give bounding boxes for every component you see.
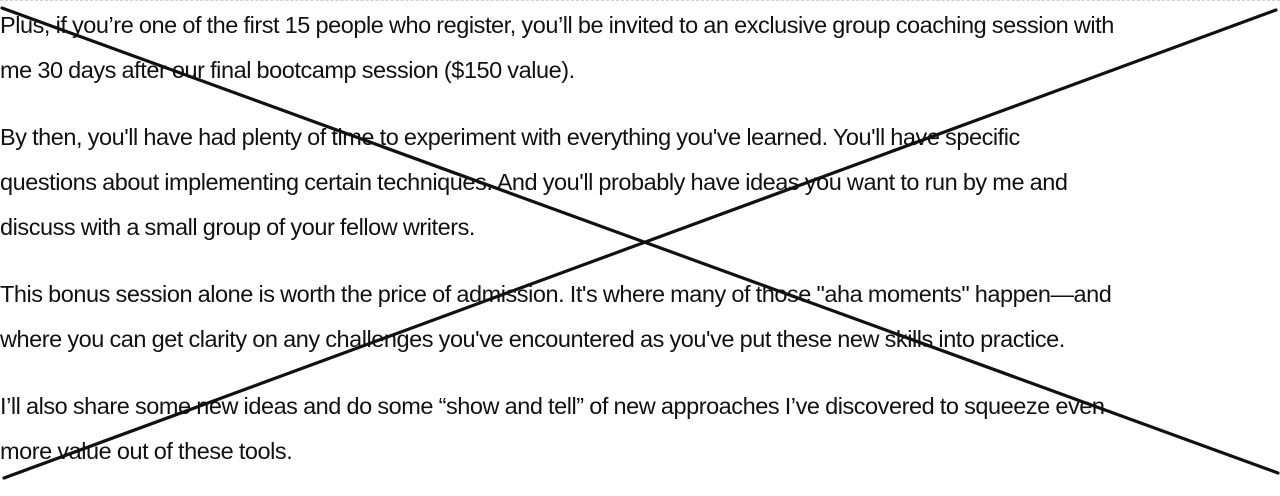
paragraph-new-ideas: I’ll also share some new ideas and do so… <box>0 384 1280 474</box>
paragraph-line: me 30 days after our final bootcamp sess… <box>0 57 575 83</box>
paragraph-line: discuss with a small group of your fello… <box>0 214 476 240</box>
paragraph-by-then: By then, you'll have had plenty of time … <box>0 115 1280 250</box>
document-body: Plus, if you’re one of the first 15 peop… <box>0 3 1280 496</box>
paragraph-line: This bonus session alone is worth the pr… <box>0 281 1112 307</box>
paragraph-line: I’ll also share some new ideas and do so… <box>0 393 1105 419</box>
paragraph-line: questions about implementing certain tec… <box>0 169 1068 195</box>
paragraph-bonus-offer: Plus, if you’re one of the first 15 peop… <box>0 3 1280 93</box>
top-dashed-divider <box>0 0 1280 1</box>
paragraph-line: Plus, if you’re one of the first 15 peop… <box>0 12 1114 38</box>
paragraph-bonus-session-worth: This bonus session alone is worth the pr… <box>0 272 1280 362</box>
paragraph-line: By then, you'll have had plenty of time … <box>0 124 1020 150</box>
paragraph-line: more value out of these tools. <box>0 438 293 464</box>
paragraph-line: where you can get clarity on any challen… <box>0 326 1065 352</box>
